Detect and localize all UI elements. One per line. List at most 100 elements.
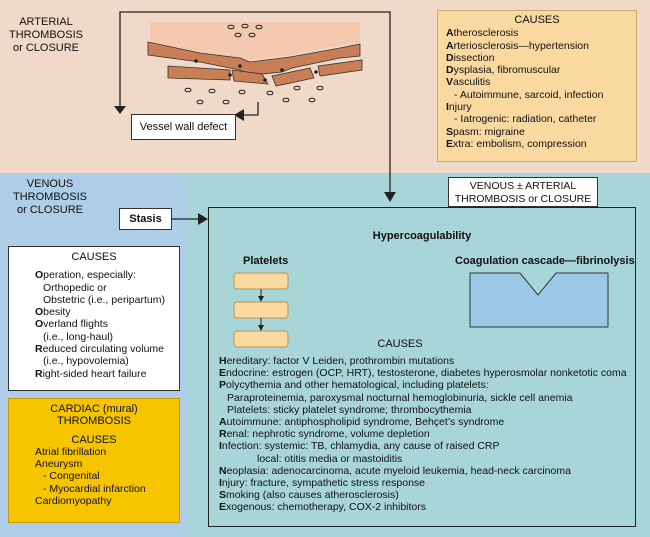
cause-item: Endocrine: estrogen (OCP, HRT), testoste… [219,367,631,379]
venous-causes-title: CAUSES [71,251,117,263]
cause-text: njury [448,101,472,114]
cause-item: Overland flights [35,318,171,330]
cause-item: Obesity [35,306,171,318]
cause-item: Atrial fibrillation [35,445,107,458]
combined-region [188,173,650,537]
cause-initial: R [219,428,227,441]
cause-text: moking (also causes atherosclerosis) [226,489,399,502]
cause-text: enal: nephrotic syndrome, volume depleti… [226,428,430,441]
cause-text: eoplasia: adenocarcinoma, acute myeloid … [226,464,571,477]
cause-initial: A [219,416,227,429]
cause-item: - Myocardial infarction [43,482,146,495]
cause-text: njury: fracture, sympathetic stress resp… [221,477,426,490]
cause-initial: D [446,51,454,64]
cause-text: pasm: migraine [453,125,525,138]
cause-initial: I [219,477,222,490]
cardiac-title: CARDIAC (mural) THROMBOSIS [50,403,138,428]
cause-initial: E [219,501,227,514]
cause-initial: H [219,355,227,367]
cause-item: Orthopedic or [35,282,171,294]
cause-initial: S [219,489,227,502]
cardiac-box: CARDIAC (mural) THROMBOSIS CAUSES Atrial… [8,398,180,523]
cause-text: xogenous: chemotherapy, COX-2 inhibitors [226,501,427,514]
cause-text: ereditary: factor V Leiden, prothrombin … [226,355,455,367]
cause-text: (i.e., long-haul) [43,330,114,343]
cause-item: Cardiomyopathy [35,495,112,508]
cause-item: Spasm: migraine [446,126,628,138]
cause-text: Platelets: sticky platelet syndrome; thr… [227,403,472,416]
cause-item: Hereditary: factor V Leiden, prothrombin… [219,355,631,367]
cascade-shape [469,272,609,328]
combined-causes-title: CAUSES [377,338,423,350]
arterial-frame-line [119,11,391,150]
hypercoagulability-title: Hypercoagulability [372,230,472,242]
cause-text: peration, especially: [43,269,136,282]
cause-initial: N [219,464,227,477]
cause-item: (i.e., hypovolemia) [35,355,171,367]
cause-text: therosclerosis [453,27,519,40]
cause-item: Dissection [446,52,628,64]
cause-text: ndocrine: estrogen (OCP, HRT), testoster… [226,367,627,380]
arrow-head [234,109,244,121]
cause-item: Arteriosclerosis—hypertension [446,40,628,52]
cause-item: Obstetric (i.e., peripartum) [35,294,171,306]
stasis-box: Stasis [119,208,172,230]
platelets-label: Platelets [243,255,289,267]
arrow-head [384,192,396,202]
cause-text: asculitis [453,76,491,89]
cause-item: Operation, especially: [35,269,171,281]
cause-item: Neoplasia: adenocarcinoma, acute myeloid… [219,465,631,477]
vessel-wall-upper [147,41,361,76]
cause-initial: D [446,64,454,77]
hypercoagulability-box [208,207,636,527]
cause-item: Extra: embolism, compression [446,138,628,150]
cause-item: Smoking (also causes atherosclerosis) [219,489,631,501]
cause-initial: R [35,343,43,356]
cause-item: Exogenous: chemotherapy, COX-2 inhibitor… [219,501,631,513]
cause-text: xtra: embolism, compression [453,137,587,150]
cause-text: issection [453,51,495,64]
cause-initial: O [35,269,44,282]
blood-cells [184,23,324,105]
cause-item: - Iatrogenic: radiation, catheter [446,113,628,125]
cause-item: Aneurysm [35,458,83,471]
cause-text: olycythemia and other hematological, inc… [226,379,489,392]
cause-text: verland flights [43,318,108,331]
cause-initial: R [35,367,43,380]
cause-item: Renal: nephrotic syndrome, volume deplet… [219,428,631,440]
arterial-causes-title: CAUSES [514,14,560,26]
cause-text: nfection: systemic: TB, chlamydia, any c… [221,440,500,453]
cause-text: ight-sided heart failure [42,367,147,380]
cause-initial: O [35,318,44,331]
cause-text: ysplasia, fibromuscular [453,64,561,77]
cause-text: local: otitis media or mastoiditis [257,452,403,465]
cause-text: besity [43,306,71,319]
cause-initial: A [446,39,454,52]
cause-item: Atherosclerosis [446,27,628,39]
vessel-defect-box: Vessel wall defect [131,114,236,140]
arterial-title: ARTERIAL THROMBOSIS or CLOSURE [9,16,83,54]
cause-item: Platelets: sticky platelet syndrome; thr… [219,404,631,416]
cause-initial: O [35,306,44,319]
cause-item: local: otitis media or mastoiditis [219,453,631,465]
cause-item: - Autoimmune, sarcoid, infection [446,89,628,101]
cause-text: Obstetric (i.e., peripartum) [43,293,165,306]
arrow-head [114,106,126,114]
cause-initial: E [219,367,227,380]
cause-item: (i.e., long-haul) [35,331,171,343]
cardiac-causes-title: CAUSES [71,433,117,446]
cause-item: Infection: systemic: TB, chlamydia, any … [219,440,631,452]
vessel-segment [271,67,315,87]
vessel-segment [317,59,363,77]
arrow-head [198,213,208,225]
vessel-segment [167,65,231,81]
cause-item: Reduced circulating volume [35,343,171,355]
cause-item: Autoimmune: antiphospholipid syndrome, B… [219,416,631,428]
cause-item: Polycythemia and other hematological, in… [219,379,631,391]
cause-initial: V [446,76,454,89]
cause-initial: E [446,137,454,150]
cascade-label: Coagulation cascade—fibrinolysis [455,255,635,267]
